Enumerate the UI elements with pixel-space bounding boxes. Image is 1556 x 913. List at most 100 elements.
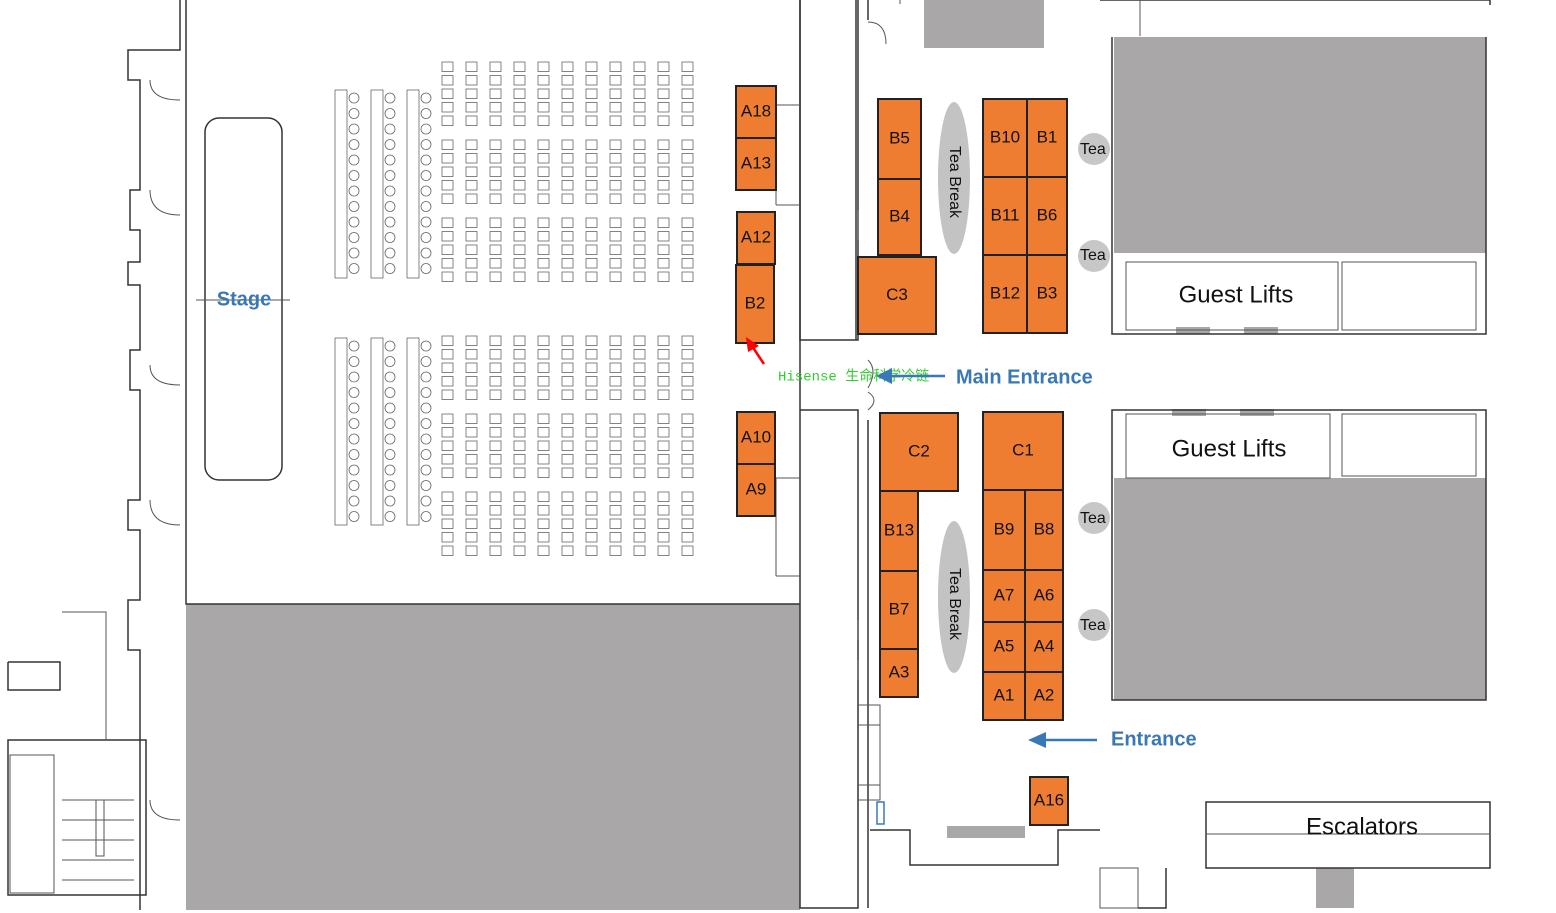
seat xyxy=(609,505,622,516)
seat xyxy=(657,61,670,72)
seat xyxy=(489,376,502,387)
tea-break-label-top: Tea Break xyxy=(946,146,963,219)
chair xyxy=(420,201,432,212)
seat xyxy=(513,180,526,191)
booth-c1: C1 xyxy=(982,411,1064,491)
seat xyxy=(585,102,598,113)
booth-shape xyxy=(982,671,1026,721)
gray-block-bottom-right xyxy=(1316,868,1354,908)
chair xyxy=(384,387,396,398)
chair xyxy=(420,185,432,197)
chair xyxy=(420,356,432,367)
gray-area-mid-right xyxy=(1114,478,1486,700)
seat xyxy=(585,413,598,424)
seat xyxy=(489,389,502,400)
seat xyxy=(681,139,694,150)
seat xyxy=(657,413,670,424)
seat xyxy=(441,413,454,424)
seat xyxy=(441,454,454,465)
seat xyxy=(609,413,622,424)
seat xyxy=(441,532,454,543)
seat xyxy=(609,271,622,282)
seat xyxy=(561,440,574,451)
chair xyxy=(348,449,360,460)
seat xyxy=(537,102,550,113)
seat xyxy=(657,467,670,478)
seat xyxy=(657,153,670,164)
seat xyxy=(561,518,574,529)
seat xyxy=(537,166,550,177)
gray-area-top-right xyxy=(1114,37,1486,253)
entrance-arrow xyxy=(1028,732,1097,748)
chair xyxy=(420,92,432,104)
seat xyxy=(681,376,694,387)
booth-label: B1 xyxy=(1037,127,1058,146)
chair xyxy=(420,464,432,476)
seat xyxy=(465,102,478,113)
red-pointer-arrow xyxy=(746,337,766,365)
seat xyxy=(633,153,646,164)
seat xyxy=(657,102,670,113)
booth-label: B11 xyxy=(991,205,1020,224)
booth-label: A10 xyxy=(741,427,771,446)
seat xyxy=(561,427,574,438)
seat xyxy=(489,271,502,282)
seat xyxy=(441,518,454,529)
seat xyxy=(657,88,670,99)
seat xyxy=(489,362,502,373)
chair xyxy=(384,371,396,383)
chair xyxy=(348,92,360,104)
seat xyxy=(585,115,598,126)
seat xyxy=(609,88,622,99)
booth-label: A12 xyxy=(741,227,771,246)
seat xyxy=(537,427,550,438)
chair xyxy=(384,340,396,352)
seat xyxy=(681,61,694,72)
seat xyxy=(585,335,598,346)
booth-label: B8 xyxy=(1034,519,1055,538)
seat xyxy=(561,376,574,387)
seat xyxy=(681,193,694,204)
seat xyxy=(441,505,454,516)
text-labels: Stage Tea Break Tea Break Tea Tea Tea Te… xyxy=(217,141,1418,840)
seat xyxy=(489,139,502,150)
seat xyxy=(609,153,622,164)
booth-a4: A4 xyxy=(1024,621,1064,673)
chair xyxy=(420,139,432,150)
booth-label: A6 xyxy=(1034,585,1055,604)
seat xyxy=(537,217,550,228)
tea-label-2: Tea xyxy=(1080,247,1106,264)
seat xyxy=(561,271,574,282)
chair xyxy=(384,185,396,197)
booth-a10: A10 xyxy=(736,411,776,465)
booth-b5: B5 xyxy=(877,98,922,180)
seat xyxy=(537,61,550,72)
seat xyxy=(561,258,574,269)
seat xyxy=(657,427,670,438)
seat xyxy=(370,89,384,279)
booth-label: A16 xyxy=(1034,790,1064,809)
seat xyxy=(537,193,550,204)
seat xyxy=(489,413,502,424)
seat xyxy=(657,454,670,465)
seat xyxy=(609,231,622,242)
seat xyxy=(489,102,502,113)
seat xyxy=(585,349,598,360)
chair xyxy=(348,356,360,367)
seat xyxy=(537,505,550,516)
booth-b6: B6 xyxy=(1026,176,1068,256)
seat xyxy=(609,427,622,438)
booth-shape xyxy=(736,463,776,517)
seat xyxy=(513,440,526,451)
chair xyxy=(384,495,396,507)
seat xyxy=(657,231,670,242)
chair xyxy=(384,449,396,460)
seat xyxy=(561,115,574,126)
seat xyxy=(441,545,454,556)
seat xyxy=(489,532,502,543)
seat xyxy=(513,518,526,529)
seat xyxy=(489,454,502,465)
seat xyxy=(441,376,454,387)
seat xyxy=(657,532,670,543)
seat xyxy=(657,193,670,204)
